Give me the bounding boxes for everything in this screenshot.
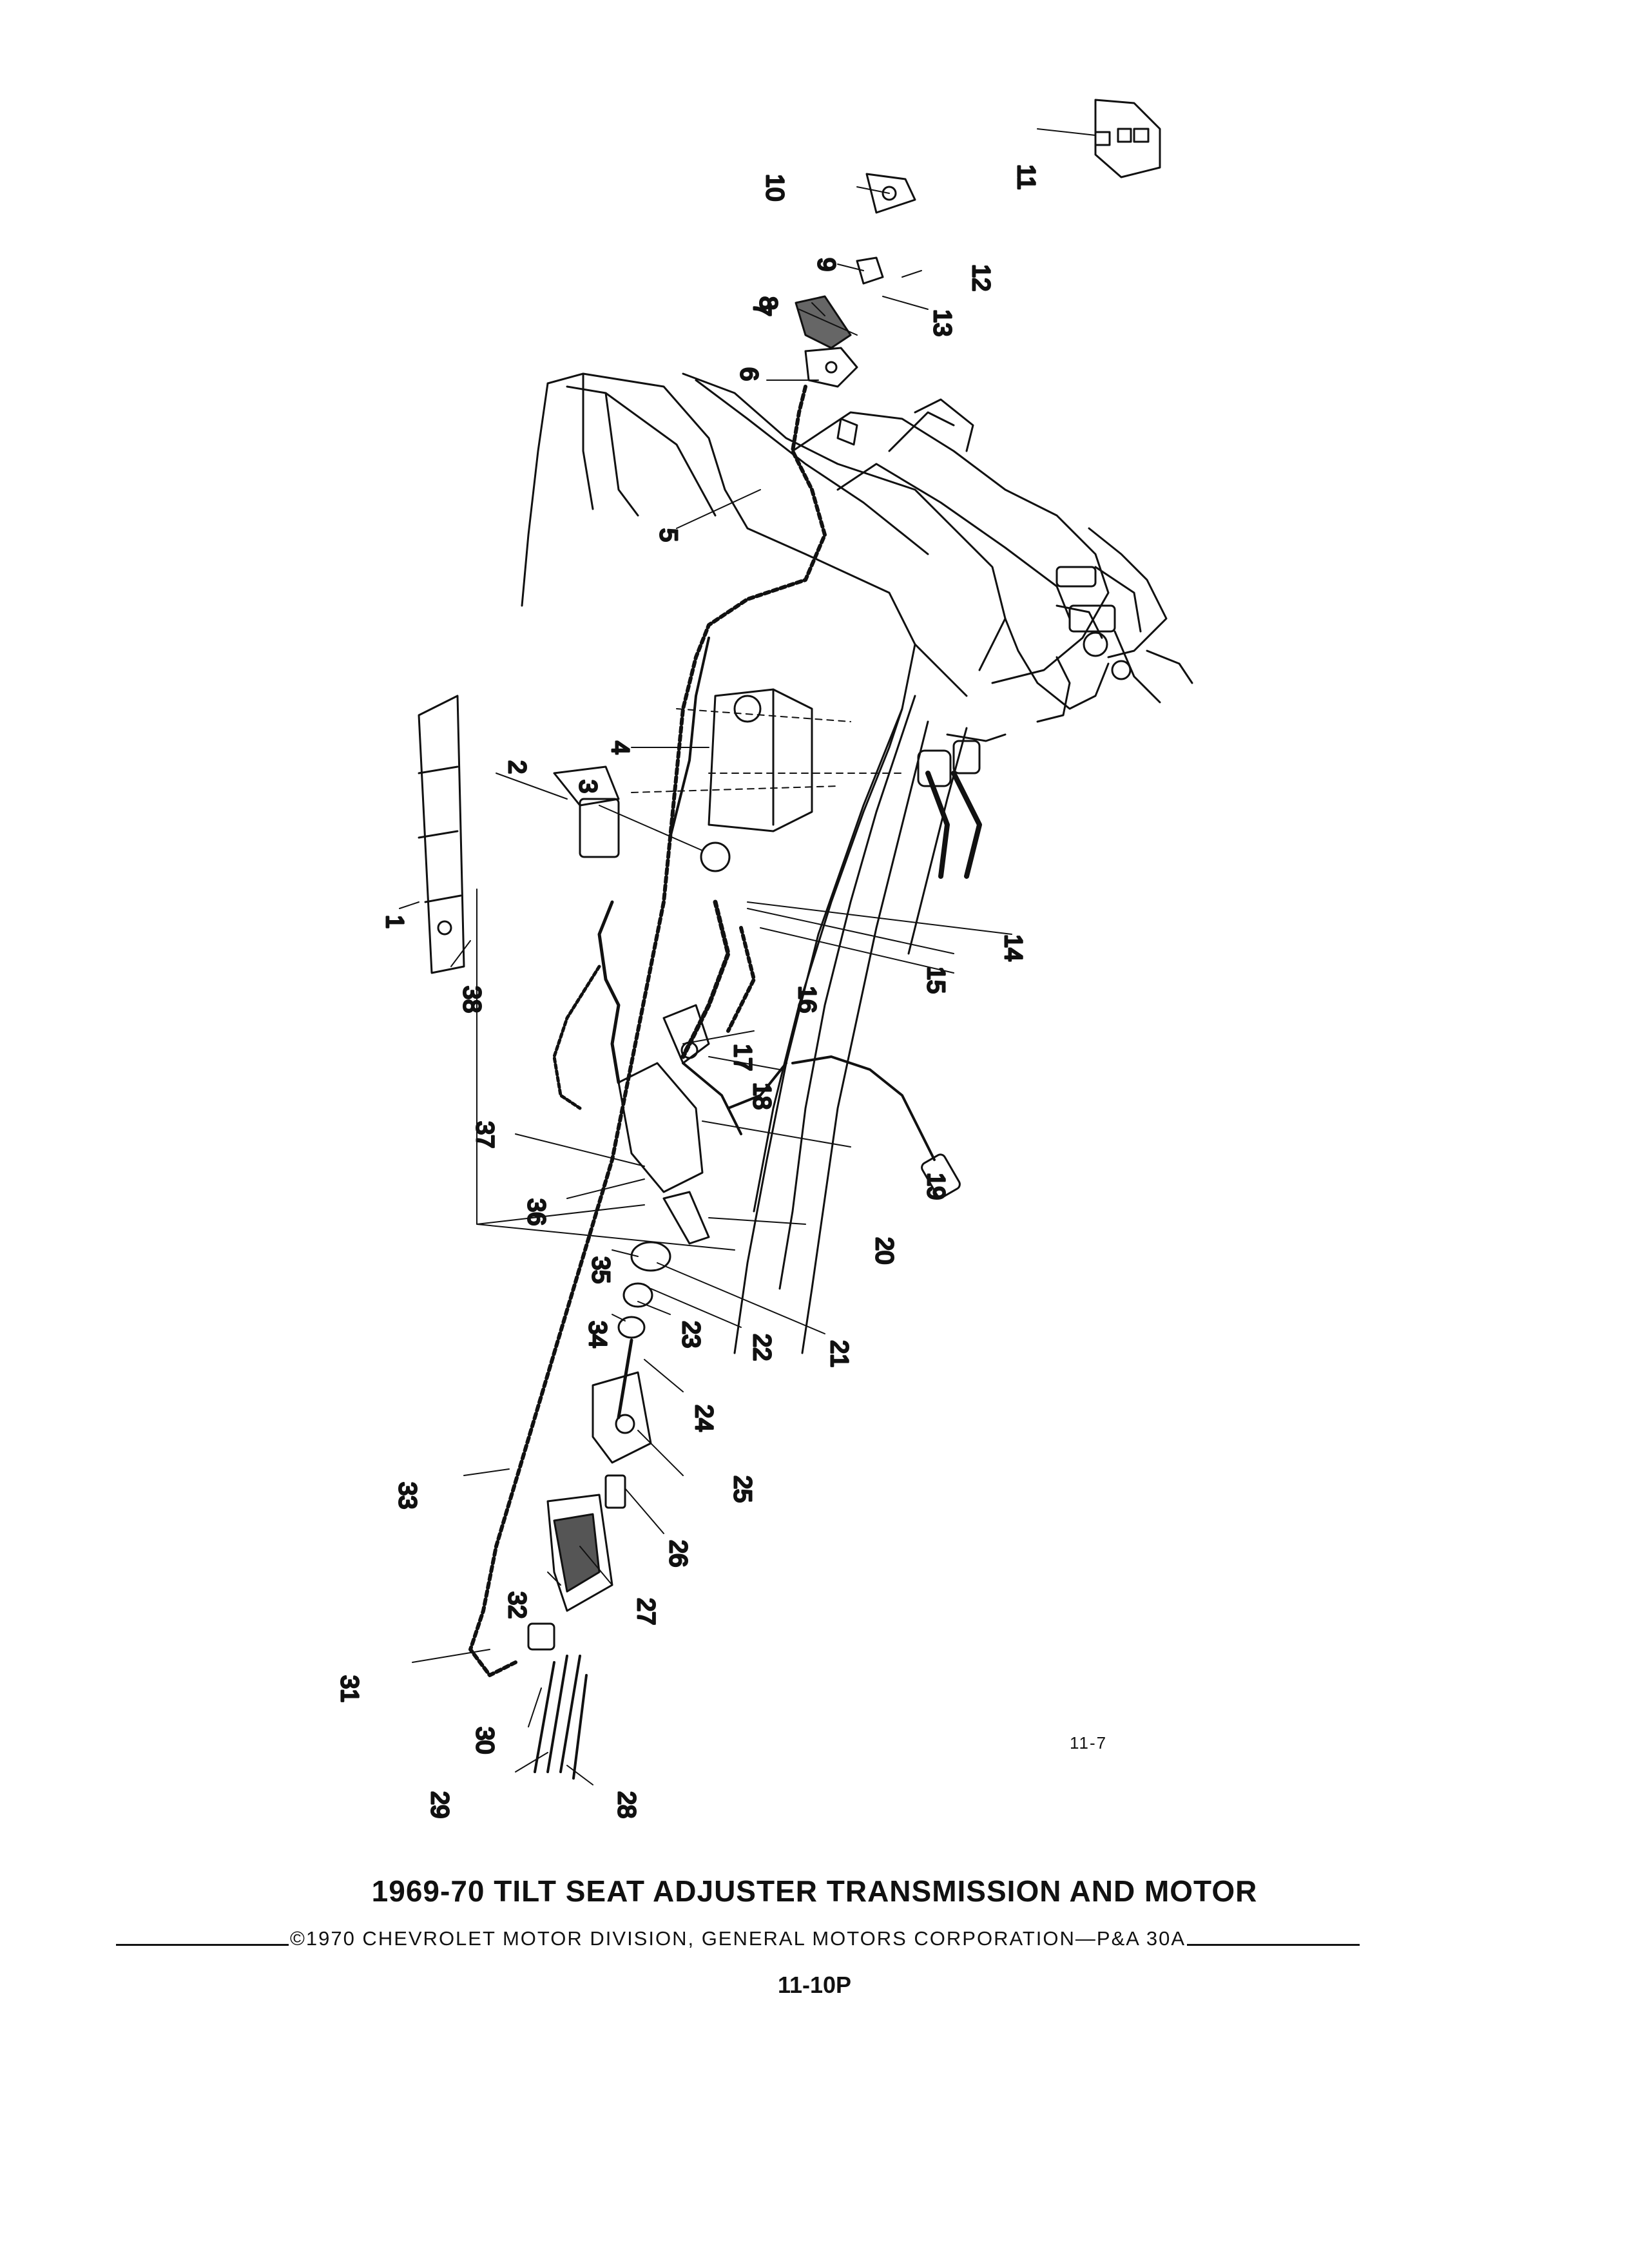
- right-rule: [1187, 1943, 1360, 1946]
- page-title: 1969-70 TILT SEAT ADJUSTER TRANSMISSION …: [371, 1874, 1258, 1908]
- callout-11: 11: [1012, 164, 1039, 189]
- callout-38: 38: [458, 986, 485, 1013]
- switch-assembly: [795, 99, 1161, 446]
- figure-number: 11-7: [1070, 1733, 1108, 1753]
- callout-20: 20: [871, 1237, 898, 1264]
- callout-10: 10: [761, 174, 788, 201]
- callout-35: 35: [587, 1256, 614, 1283]
- callout-32: 32: [503, 1591, 530, 1619]
- callout-13: 13: [929, 309, 956, 336]
- left-rule: [116, 1943, 289, 1946]
- callout-34: 34: [584, 1321, 611, 1348]
- copyright-text: ©1970 CHEVROLET MOTOR DIVISION, GENERAL …: [290, 1927, 1186, 1950]
- callout-14: 14: [999, 934, 1027, 961]
- callout-25: 25: [729, 1475, 756, 1503]
- callout-26: 26: [664, 1540, 691, 1567]
- page-number: 11-10P: [777, 1972, 852, 1998]
- callout-19: 19: [922, 1173, 949, 1200]
- callout-33: 33: [394, 1482, 421, 1509]
- leader-lines: [399, 128, 1096, 1785]
- callout-31: 31: [336, 1675, 363, 1702]
- callout-9: 9: [813, 258, 840, 271]
- callout-30: 30: [471, 1727, 498, 1754]
- copyright-line: ©1970 CHEVROLET MOTOR DIVISION, GENERAL …: [116, 1923, 1360, 1955]
- callout-3: 3: [574, 780, 601, 793]
- seat-frame: [521, 372, 1193, 1354]
- callout-1: 1: [381, 915, 408, 928]
- callout-2: 2: [503, 760, 530, 774]
- exploded-parts-diagram: 1 2 3 4 5 6 7 8 9 10 11 12 13 14 15 16 1…: [335, 99, 1193, 1820]
- callout-18: 18: [748, 1082, 775, 1110]
- callout-7: 7: [748, 303, 775, 316]
- wiring-harness: [468, 385, 982, 1677]
- callout-8: 8: [755, 296, 782, 310]
- callout-5: 5: [655, 528, 682, 542]
- callout-6: 6: [735, 367, 762, 381]
- callout-17: 17: [729, 1044, 756, 1071]
- callout-16: 16: [793, 986, 820, 1013]
- motor-transmission: [418, 688, 813, 1780]
- callout-21: 21: [825, 1340, 853, 1367]
- callout-29: 29: [426, 1791, 453, 1818]
- callout-24: 24: [690, 1405, 717, 1432]
- callout-4: 4: [606, 741, 633, 754]
- callout-15: 15: [922, 966, 949, 994]
- callout-37: 37: [471, 1121, 498, 1148]
- callout-23: 23: [677, 1321, 704, 1348]
- callout-36: 36: [523, 1198, 550, 1225]
- callout-28: 28: [613, 1791, 640, 1818]
- callout-12: 12: [967, 264, 994, 291]
- callout-27: 27: [632, 1598, 659, 1625]
- callout-labels: 1 2 3 4 5 6 7 8 9 10 11 12 13 14 15 16 1…: [335, 164, 1041, 1820]
- callout-22: 22: [748, 1334, 775, 1361]
